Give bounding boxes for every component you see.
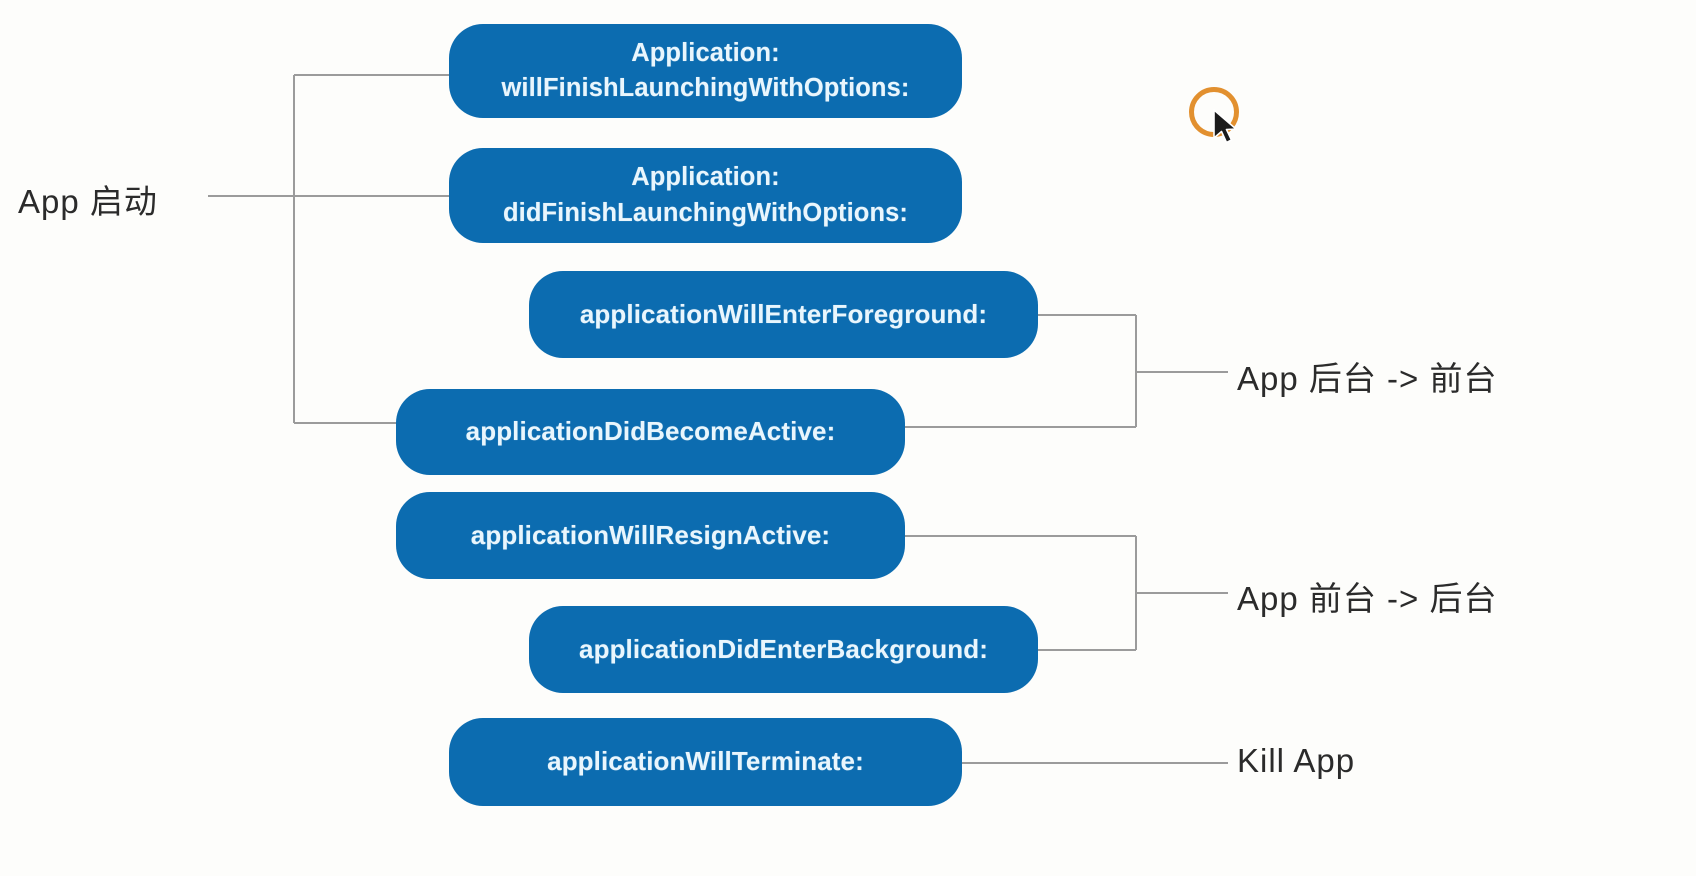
node-label-line1: applicationDidEnterBackground: <box>579 633 988 664</box>
node-did-become-active[interactable]: applicationDidBecomeActive: <box>396 389 905 475</box>
group-label-app-launch: App 启动 <box>18 183 158 220</box>
node-label-line2: didFinishLaunchingWithOptions: <box>502 198 909 227</box>
node-did-finish-launching[interactable]: Application: didFinishLaunchingWithOption… <box>449 148 962 243</box>
node-label-line1: applicationDidBecomeActive: <box>465 416 836 447</box>
node-label-line1: applicationWillEnterForeground: <box>579 298 988 329</box>
node-label-line2: willFinishLaunchingWithOptions: <box>501 74 910 102</box>
node-label: Application: didFinishLaunchingWithOption… <box>503 160 908 230</box>
node-will-finish-launching[interactable]: Application: willFinishLaunchingWithOptio… <box>449 24 962 118</box>
node-did-enter-background[interactable]: applicationDidEnterBackground: <box>529 606 1038 693</box>
node-will-terminate[interactable]: applicationWillTerminate: <box>449 718 962 806</box>
node-label: Application: willFinishLaunchingWithOptio… <box>502 36 910 106</box>
node-label: applicationWillResignActive: <box>471 518 830 554</box>
node-label-line1: applicationWillTerminate: <box>547 746 864 777</box>
group-label-fg-to-bg: App 前台 -> 后台 <box>1237 580 1498 617</box>
node-will-resign-active[interactable]: applicationWillResignActive: <box>396 492 905 579</box>
mouse-cursor-icon <box>1213 109 1237 144</box>
group-label-kill-app: Kill App <box>1237 742 1356 779</box>
node-label-line1: Application: <box>631 38 780 67</box>
node-label-line1: applicationWillResignActive: <box>470 519 831 550</box>
node-label: applicationWillTerminate: <box>547 744 864 780</box>
node-will-enter-foreground[interactable]: applicationWillEnterForeground: <box>529 271 1038 358</box>
group-label-bg-to-fg: App 后台 -> 前台 <box>1237 360 1498 397</box>
node-label-line1: Application: <box>631 163 780 192</box>
node-label: applicationWillEnterForeground: <box>580 297 987 333</box>
node-label: applicationDidBecomeActive: <box>466 414 836 450</box>
node-label: applicationDidEnterBackground: <box>579 632 988 668</box>
